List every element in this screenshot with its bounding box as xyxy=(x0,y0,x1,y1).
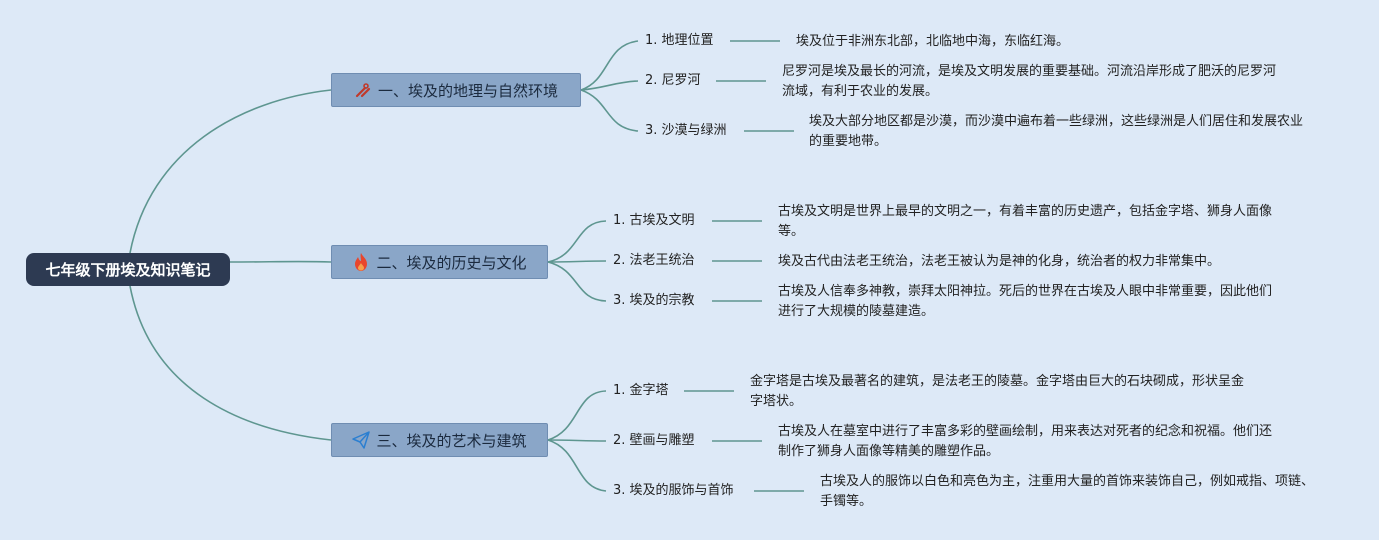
topic-murals[interactable]: 2. 壁画与雕塑 xyxy=(613,433,695,448)
desc-pharaoh: 埃及古代由法老王统治，法老王被认为是神的化身，统治者的权力非常集中。 xyxy=(778,254,1221,269)
branch-title: 三、埃及的艺术与建筑 xyxy=(376,431,527,450)
branch-title: 二、埃及的历史与文化 xyxy=(376,253,527,272)
link-b2-item-1 xyxy=(547,220,607,263)
topic-civilization[interactable]: 1. 古埃及文明 xyxy=(613,213,695,228)
branch-art[interactable]: 三、埃及的艺术与建筑 xyxy=(331,423,548,457)
tools-icon xyxy=(354,81,372,99)
topic-desert[interactable]: 3. 沙漠与绿洲 xyxy=(645,123,727,138)
topic-pharaoh[interactable]: 2. 法老王统治 xyxy=(613,253,695,268)
desc-pyramid: 金字塔是古埃及最著名的建筑，是法老王的陵墓。金字塔由巨大的石块砌成，形状呈金字塔… xyxy=(750,374,1245,409)
link-b1-item-2 xyxy=(580,80,639,91)
topic-pyramid[interactable]: 1. 金字塔 xyxy=(613,383,669,398)
root-title: 七年级下册埃及知识笔记 xyxy=(45,261,211,279)
link-b3-item-3 xyxy=(547,439,607,492)
desc-civilization: 古埃及文明是世界上最早的文明之一，有着丰富的历史遗产，包括金字塔、狮身人面像等。 xyxy=(778,204,1273,239)
topic-religion[interactable]: 3. 埃及的宗教 xyxy=(613,293,695,308)
fire-icon xyxy=(352,253,370,271)
branch-history[interactable]: 二、埃及的历史与文化 xyxy=(331,245,548,279)
link-b1-item-3 xyxy=(580,89,639,132)
topic-nile[interactable]: 2. 尼罗河 xyxy=(645,73,701,88)
desc-location: 埃及位于非洲东北部，北临地中海，东临红海。 xyxy=(796,34,1070,49)
desc-nile: 尼罗河是埃及最长的河流，是埃及文明发展的重要基础。河流沿岸形成了肥沃的尼罗河流域… xyxy=(782,64,1277,99)
topic-location[interactable]: 1. 地理位置 xyxy=(645,33,714,48)
link-b2-item-3 xyxy=(547,261,607,302)
root-node[interactable]: 七年级下册埃及知识笔记 xyxy=(26,253,230,286)
link-b2-item-2 xyxy=(547,260,607,263)
topic-clothing[interactable]: 3. 埃及的服饰与首饰 xyxy=(613,483,734,498)
link-b3-item-2 xyxy=(547,439,607,442)
desc-religion: 古埃及人信奉多神教，崇拜太阳神拉。死后的世界在古埃及人眼中非常重要，因此他们进行… xyxy=(778,284,1273,319)
link-b1-item-1 xyxy=(580,40,639,91)
desc-desert: 埃及大部分地区都是沙漠，而沙漠中遍布着一些绿洲，这些绿洲是人们居住和发展农业的重… xyxy=(809,114,1304,149)
link-root-branch-3 xyxy=(129,285,332,441)
link-b3-item-1 xyxy=(547,390,607,441)
desc-murals: 古埃及人在墓室中进行了丰富多彩的壁画绘制，用来表达对死者的纪念和祝福。他们还制作… xyxy=(778,424,1273,459)
branch-title: 一、埃及的地理与自然环境 xyxy=(377,81,558,100)
link-root-branch-1 xyxy=(129,89,332,254)
paper-plane-icon xyxy=(352,431,371,449)
desc-clothing: 古埃及人的服饰以白色和亮色为主，注重用大量的首饰来装饰自己，例如戒指、项链、手镯… xyxy=(820,474,1315,509)
branch-geography[interactable]: 一、埃及的地理与自然环境 xyxy=(331,73,581,107)
